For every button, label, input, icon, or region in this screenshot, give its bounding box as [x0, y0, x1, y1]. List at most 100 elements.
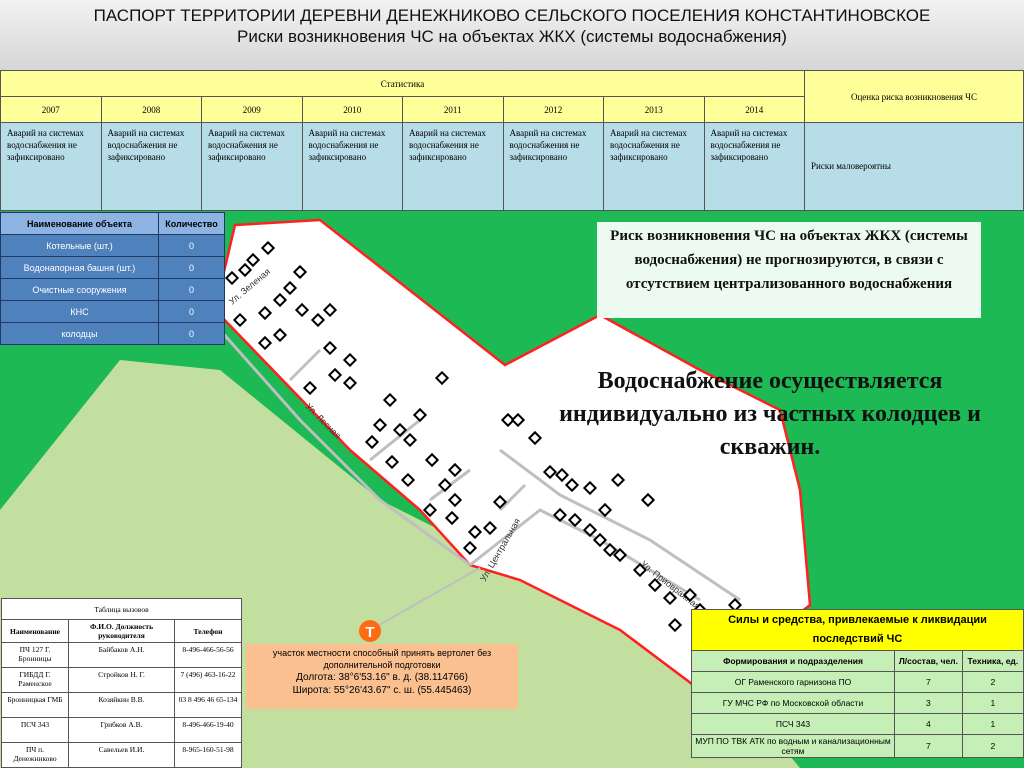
house-icon — [582, 522, 598, 538]
house-icon — [582, 480, 598, 496]
house-icon — [640, 492, 656, 508]
objects-col-count: Количество — [158, 212, 225, 235]
heli-marker[interactable] — [359, 620, 381, 642]
house-icon — [662, 590, 678, 606]
house-icon — [434, 370, 450, 386]
force-equip: 1 — [961, 713, 1024, 735]
house-icon — [564, 477, 580, 493]
house-icon — [424, 452, 440, 468]
forces-title: Силы и средства, привлекаемые к ликвидац… — [691, 609, 1024, 651]
house-icon — [294, 302, 310, 318]
water-note-text: Водоснабжение осуществляется индивидуаль… — [559, 368, 981, 460]
forces-table: Силы и средства, привлекаемые к ликвидац… — [691, 609, 1024, 758]
house-icon — [402, 432, 418, 448]
house-icon — [462, 540, 478, 556]
object-count: 0 — [158, 234, 225, 257]
call-name: ПЧ п. Денежниково — [1, 742, 69, 768]
object-name: КНС — [0, 300, 159, 323]
object-name: Котельные (шт.) — [0, 234, 159, 257]
house-icon — [382, 392, 398, 408]
calls-col-person: Ф.И.О. Должность руководителя — [68, 619, 175, 643]
force-staff: 3 — [894, 692, 963, 714]
house-icon — [412, 407, 428, 423]
house-icon — [372, 417, 388, 433]
house-icon — [364, 434, 380, 450]
house-icon — [437, 477, 453, 493]
calls-col-name: Наименование — [1, 619, 69, 643]
house-icon — [260, 240, 276, 256]
heli-site-desc: участок местности способный принять верт… — [272, 648, 492, 670]
house-icon — [647, 577, 663, 593]
house-icon — [292, 264, 308, 280]
house-icon — [632, 562, 648, 578]
call-person: Козяйкин В.В. — [68, 692, 175, 718]
call-name: Бронницкая ГМБ — [1, 692, 69, 718]
year-7: 2014 — [703, 96, 805, 123]
force-unit: ГУ МЧС РФ по Московской области — [691, 692, 895, 714]
page-header: ПАСПОРТ ТЕРРИТОРИИ ДЕРЕВНИ ДЕНЕЖНИКОВО С… — [0, 0, 1024, 71]
house-icon — [500, 412, 516, 428]
object-row: Водонапорная башня (шт.)0 — [0, 256, 225, 279]
forces-col-equip: Техника, ед. — [961, 650, 1024, 672]
stats-cell-6: Аварий на системах водоснабжения не зафи… — [603, 122, 705, 211]
house-icon — [310, 312, 326, 328]
year-5: 2012 — [502, 96, 604, 123]
house-icon — [444, 510, 460, 526]
house-icon — [257, 305, 273, 321]
house-icon — [232, 312, 248, 328]
statistics-label: Статистика — [0, 70, 805, 97]
house-icon — [542, 464, 558, 480]
house-icon — [400, 472, 416, 488]
house-icon — [302, 380, 318, 396]
call-name: ГИБДД Г. Раменское — [1, 667, 69, 693]
house-icon — [602, 542, 618, 558]
calls-title: Таблица вызовов — [1, 598, 242, 620]
call-name: ПЧ 127 Г. Бронницы — [1, 642, 69, 668]
risk-value: Риски маловероятны — [804, 122, 1024, 211]
house-icon — [327, 367, 343, 383]
statistics-table: Статистика Оценка риска возникновения ЧС… — [0, 70, 1024, 211]
risk-note-box: Риск возникновения ЧС на объектах ЖКХ (с… — [597, 222, 981, 318]
object-count: 0 — [158, 278, 225, 301]
house-icon — [610, 472, 626, 488]
house-icon — [597, 502, 613, 518]
stats-cells-row: Аварий на системах водоснабжения не зафи… — [0, 122, 1024, 211]
house-icon — [257, 335, 273, 351]
year-6: 2013 — [603, 96, 705, 123]
house-icon — [527, 430, 543, 446]
stats-cell-1: Аварий на системах водоснабжения не зафи… — [100, 122, 202, 211]
stats-cell-4: Аварий на системах водоснабжения не зафи… — [402, 122, 504, 211]
house-icon — [552, 507, 568, 523]
call-phone: 7 (496) 463-16-22 — [174, 667, 242, 693]
call-person: Грибков А.В. — [68, 717, 175, 743]
house-icon — [245, 252, 261, 268]
water-note-box: Водоснабжение осуществляется индивидуаль… — [520, 365, 1020, 475]
heli-site-latitude: Широта: 55°26'43.67" с. ш. (55.445463) — [292, 685, 472, 696]
house-icon — [272, 327, 288, 343]
objects-table: Наименование объекта Количество Котельны… — [0, 212, 225, 345]
force-unit: МУП ПО ТВК АТК по водным и канализационн… — [691, 734, 895, 758]
calls-col-phone: Телефон — [174, 619, 242, 643]
call-person: Савельев И.И. — [68, 742, 175, 768]
year-2: 2009 — [201, 96, 303, 123]
stats-cell-5: Аварий на системах водоснабжения не зафи… — [502, 122, 604, 211]
object-name: колодцы — [0, 322, 159, 345]
force-staff: 7 — [894, 671, 963, 693]
page-title: ПАСПОРТ ТЕРРИТОРИИ ДЕРЕВНИ ДЕНЕЖНИКОВО С… — [93, 6, 931, 25]
forces-col-unit: Формирования и подразделения — [691, 650, 895, 672]
house-icon — [612, 547, 628, 563]
house-icon — [282, 280, 298, 296]
house-icon — [342, 375, 358, 391]
force-unit: ОГ Раменского гарнизона ПО — [691, 671, 895, 693]
house-icon — [422, 502, 438, 518]
call-phone: 8-496-466-19-40 — [174, 717, 242, 743]
call-person: Байбаков А.Н. — [68, 642, 175, 668]
